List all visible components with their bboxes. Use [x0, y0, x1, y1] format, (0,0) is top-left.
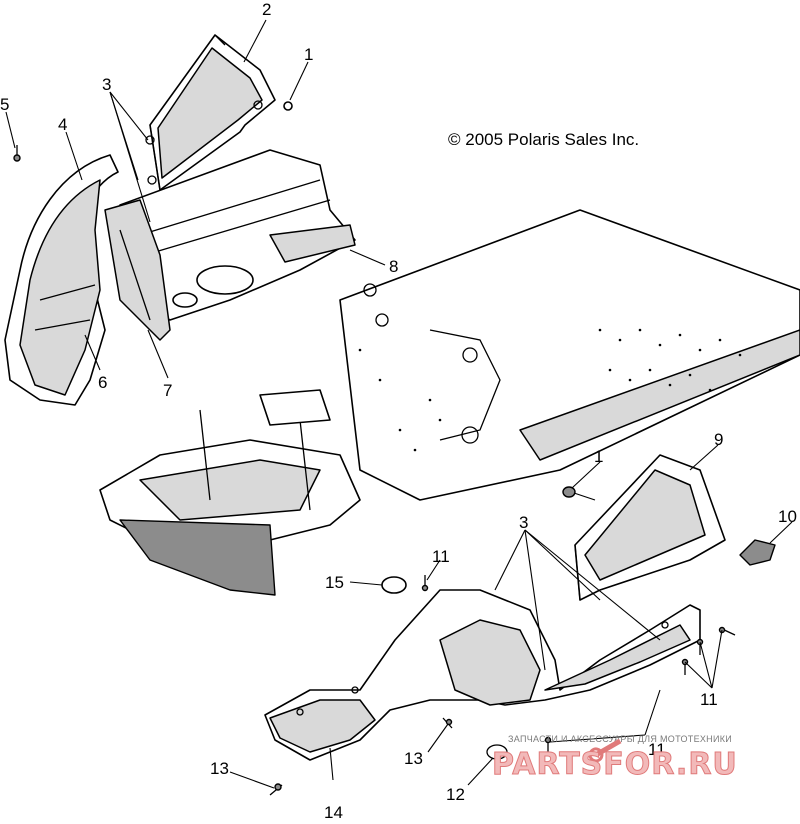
part-15-plug — [381, 576, 407, 594]
part-7-panel — [104, 199, 171, 341]
part-2-panel — [145, 34, 276, 191]
callout-13-center: 13 — [404, 749, 423, 768]
watermark: ЗАПЧАСТИ И АКСЕССУАРЫ ДЛЯ МОТОТЕХНИКИ PA… — [492, 734, 738, 783]
front-frame — [99, 389, 361, 596]
callout-3-lower: 3 — [519, 513, 528, 532]
callout-2: 2 — [262, 0, 271, 19]
part-1-fastener-lower — [562, 486, 576, 498]
copyright-text: © 2005 Polaris Sales Inc. — [448, 130, 639, 149]
part-4-side-hood — [4, 154, 119, 406]
callout-3-upper: 3 — [102, 75, 111, 94]
callout-14: 14 — [324, 803, 343, 822]
callout-8: 8 — [389, 257, 398, 276]
part-9-panel — [574, 454, 726, 601]
part-5-screw — [13, 145, 21, 162]
part-12-grommet — [486, 744, 508, 760]
callout-11-right: 11 — [700, 690, 718, 709]
callout-15: 15 — [325, 573, 344, 592]
callout-11-center: 11 — [432, 547, 450, 566]
part-10-latch — [739, 539, 776, 566]
wrench-icon — [588, 738, 622, 763]
callout-10: 10 — [778, 507, 797, 526]
callout-6: 6 — [98, 373, 107, 392]
callout-13-left: 13 — [210, 759, 229, 778]
callout-1-upper: 1 — [304, 45, 313, 64]
callout-7: 7 — [163, 381, 172, 400]
watermark-tagline: ЗАПЧАСТИ И АКСЕССУАРЫ ДЛЯ МОТОТЕХНИКИ — [508, 734, 732, 744]
leader-lines — [5, 19, 793, 789]
callout-9: 9 — [714, 430, 723, 449]
callout-11-lower: 11 — [648, 740, 666, 759]
watermark-brand: PARTSFOR.RU — [492, 747, 738, 782]
callout-4: 4 — [58, 115, 67, 134]
part-1-fastener-upper — [283, 101, 293, 111]
part-8-panel — [119, 149, 356, 321]
chassis-tunnel — [339, 209, 800, 501]
callout-12: 12 — [446, 785, 465, 804]
callout-1-lower: 1 — [594, 447, 603, 466]
callout-5: 5 — [0, 95, 9, 114]
part-14-lower-body — [264, 589, 701, 761]
